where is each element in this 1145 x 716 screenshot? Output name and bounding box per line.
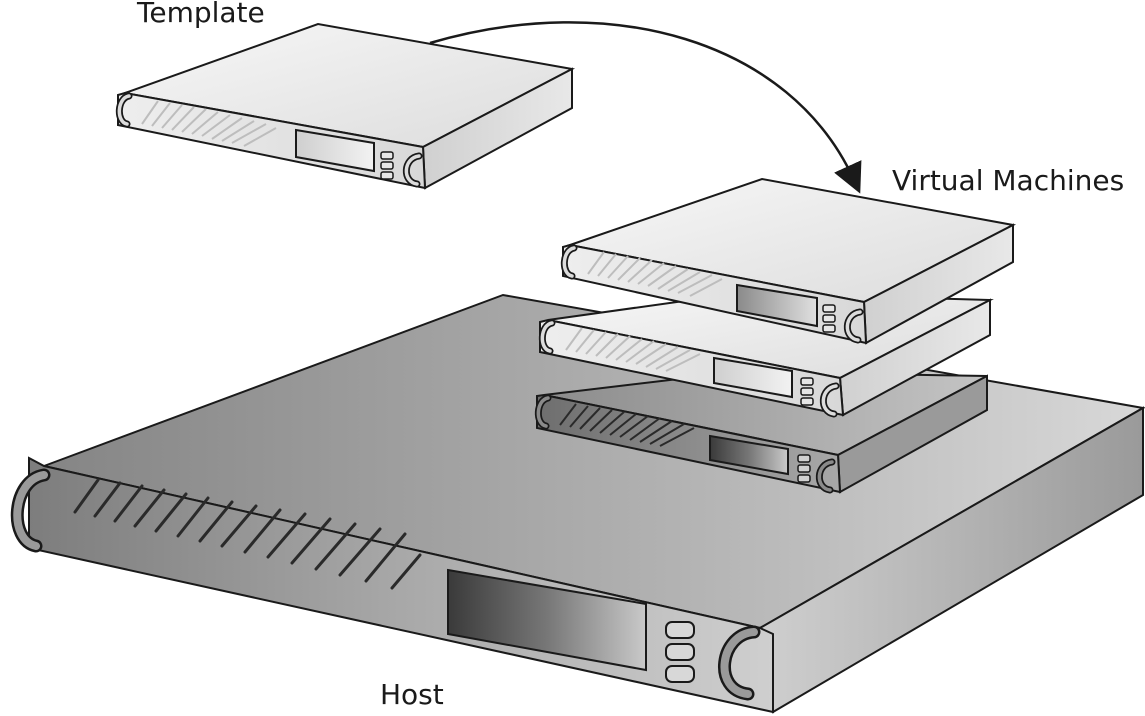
- host-vent-slots: [73, 478, 422, 590]
- curved-arrow-icon: [429, 21, 862, 194]
- virtual-machines-label: Virtual Machines: [892, 164, 1124, 197]
- host-buttons: [665, 621, 695, 683]
- template-server: [115, 22, 576, 190]
- host-display-screen: [447, 568, 647, 672]
- template-label: Template: [136, 0, 265, 29]
- virtual-machine-1: [560, 177, 1017, 345]
- host-label: Host: [380, 678, 444, 711]
